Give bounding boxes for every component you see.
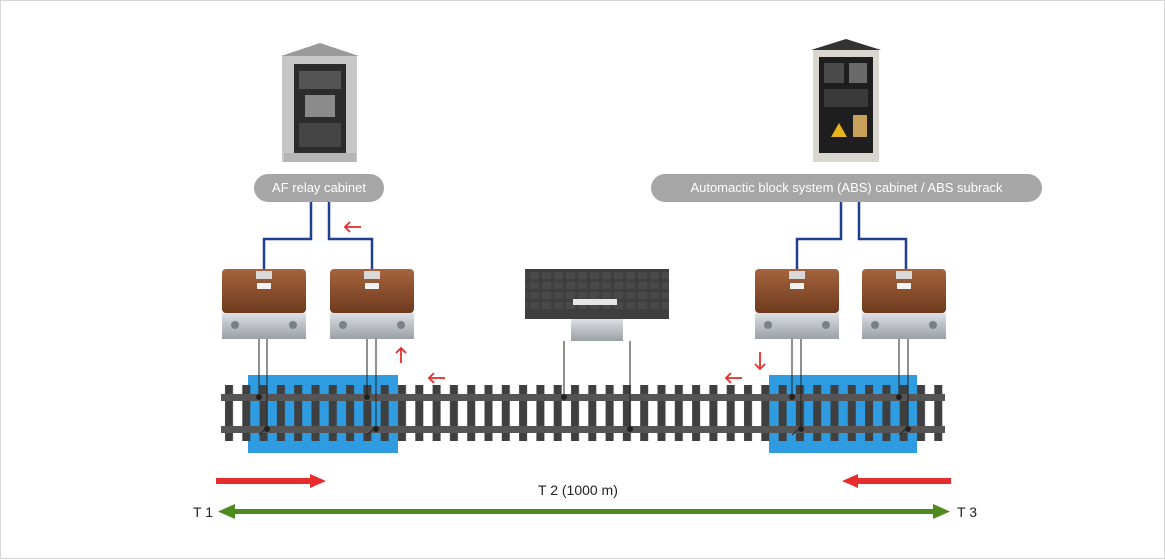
t3-label: T 3 xyxy=(957,504,977,520)
direction-arrow xyxy=(724,372,742,384)
rail-connection-wires xyxy=(258,339,909,436)
tuning-unit xyxy=(330,269,414,339)
rail-connection-points xyxy=(256,394,911,432)
cable-lines xyxy=(262,200,908,269)
abs-cabinet-photo xyxy=(811,39,881,162)
tuning-unit xyxy=(862,269,946,339)
span-arrow xyxy=(218,504,950,519)
tuning-unit xyxy=(222,269,306,339)
rail-track xyxy=(221,385,945,441)
direction-arrow xyxy=(395,346,407,363)
abs-cabinet-label: Automactic block system (ABS) cabinet / … xyxy=(651,174,1042,202)
train-direction-arrow-right xyxy=(842,474,951,488)
train-direction-arrow-left xyxy=(216,474,326,488)
direction-arrow xyxy=(754,352,766,371)
section-length-label: T 2 (1000 m) xyxy=(538,482,618,498)
junction-box xyxy=(525,269,669,341)
direction-arrow xyxy=(427,372,445,384)
tuning-unit xyxy=(755,269,839,339)
af-relay-cabinet-label: AF relay cabinet xyxy=(254,174,384,202)
af-relay-cabinet-photo xyxy=(281,43,359,162)
t1-label: T 1 xyxy=(193,504,213,520)
direction-arrow xyxy=(343,221,361,233)
